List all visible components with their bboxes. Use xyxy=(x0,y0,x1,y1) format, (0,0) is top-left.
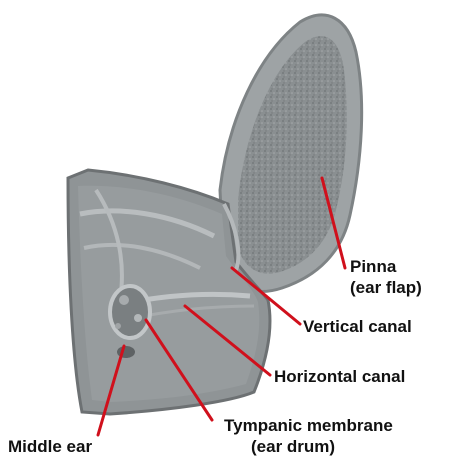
label-pinna: Pinna xyxy=(350,257,396,277)
label-tympanic-subtitle: (ear drum) xyxy=(251,437,335,457)
label-horizontal-canal: Horizontal canal xyxy=(274,367,405,387)
label-middle-ear: Middle ear xyxy=(8,437,92,457)
label-pinna-subtitle: (ear flap) xyxy=(350,278,422,298)
label-vertical-canal: Vertical canal xyxy=(303,317,412,337)
label-tympanic-membrane: Tympanic membrane xyxy=(224,416,393,436)
